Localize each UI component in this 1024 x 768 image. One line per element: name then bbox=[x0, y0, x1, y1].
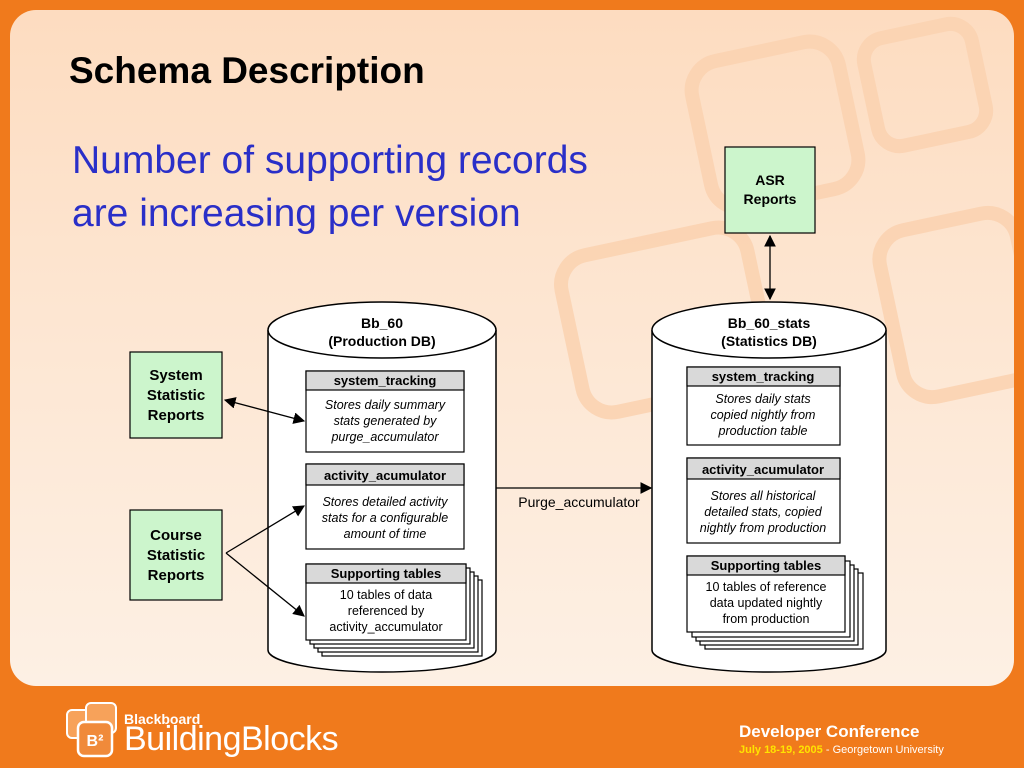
table-header: activity_acumulator bbox=[324, 468, 446, 483]
conference-date-range: July 18-19, 2005 bbox=[739, 744, 823, 756]
table-header: system_tracking bbox=[712, 369, 815, 384]
subtitle-line-2: are increasing per version bbox=[72, 192, 521, 235]
course-statistic-reports-box: Course Statistic Reports bbox=[129, 509, 223, 601]
table-desc-line: activity_accumulator bbox=[329, 620, 442, 634]
course-reports-label: Course bbox=[150, 527, 202, 544]
system-statistic-reports-box: System Statistic Reports bbox=[129, 351, 223, 439]
table-header: Supporting tables bbox=[331, 566, 442, 581]
course-reports-label: Statistic bbox=[147, 547, 205, 564]
table-desc-line: Stores daily summary bbox=[325, 398, 446, 412]
table-desc-line: stats generated by bbox=[334, 414, 438, 428]
production-db-subtitle: (Production DB) bbox=[328, 333, 435, 349]
subtitle-line-1: Number of supporting records bbox=[72, 139, 588, 182]
table-header: activity_acumulator bbox=[702, 462, 824, 477]
table-desc-line: Stores daily stats bbox=[715, 392, 810, 406]
brand-buildingblocks: BuildingBlocks bbox=[124, 720, 339, 758]
statistics-db-subtitle: (Statistics DB) bbox=[721, 333, 817, 349]
stats-system-tracking-table: system_tracking Stores daily stats copie… bbox=[686, 366, 841, 446]
production-db-name: Bb_60 bbox=[361, 315, 403, 331]
slide-subtitle: Number of supporting records are increas… bbox=[72, 134, 588, 240]
schema-diagram: Bb_60 (Production DB) Bb_60_stats (Stati… bbox=[129, 146, 887, 673]
table-desc-line: purge_accumulator bbox=[330, 430, 439, 444]
conference-title: Developer Conference bbox=[739, 722, 920, 741]
table-desc-line: 10 tables of data bbox=[340, 588, 432, 602]
table-desc-line: from production bbox=[723, 612, 810, 626]
table-desc-line: nightly from production bbox=[700, 521, 827, 535]
prod-supporting-tables-stack: Supporting tables 10 tables of data refe… bbox=[305, 563, 483, 657]
system-reports-label: Reports bbox=[148, 407, 205, 424]
table-header: system_tracking bbox=[334, 373, 437, 388]
arrow-course-activity bbox=[225, 505, 306, 554]
table-desc-line: detailed stats, copied bbox=[704, 505, 822, 519]
stats-activity-accumulator-table: activity_acumulator Stores all historica… bbox=[686, 457, 841, 544]
asr-reports-label: Reports bbox=[744, 191, 797, 207]
footer-bar bbox=[0, 686, 1024, 768]
system-reports-label: System bbox=[149, 367, 202, 384]
arrow-system-reports-tracking bbox=[223, 397, 306, 424]
b2-cube-logo-icon: B² bbox=[66, 702, 117, 758]
conference-dates: July 18-19, 2005 - Georgetown University bbox=[739, 744, 944, 756]
conference-location: - Georgetown University bbox=[822, 744, 944, 756]
prod-system-tracking-table: system_tracking Stores daily summary sta… bbox=[305, 370, 465, 453]
arrow-course-supporting bbox=[225, 552, 305, 617]
table-header: Supporting tables bbox=[711, 558, 822, 573]
stats-supporting-tables-stack: Supporting tables 10 tables of reference… bbox=[686, 555, 864, 650]
page-title: Schema Description bbox=[69, 50, 425, 91]
purge-accumulator-label: Purge_accumulator bbox=[518, 494, 640, 510]
table-desc-line: data updated nightly bbox=[710, 596, 823, 610]
table-desc-line: production table bbox=[718, 424, 808, 438]
statistics-db-name: Bb_60_stats bbox=[728, 315, 811, 331]
table-desc-line: copied nightly from bbox=[711, 408, 816, 422]
system-reports-label: Statistic bbox=[147, 387, 205, 404]
asr-reports-box: ASR Reports bbox=[724, 146, 816, 234]
table-desc-line: Stores detailed activity bbox=[322, 495, 448, 509]
logo-mark: B² bbox=[87, 733, 104, 750]
brand-blackboard: Blackboard bbox=[124, 711, 201, 727]
table-desc-line: referenced by bbox=[348, 604, 425, 618]
table-desc-line: Stores all historical bbox=[711, 489, 817, 503]
asr-reports-label: ASR bbox=[755, 172, 785, 188]
table-desc-line: stats for a configurable bbox=[322, 511, 449, 525]
table-desc-line: 10 tables of reference bbox=[706, 580, 827, 594]
table-desc-line: amount of time bbox=[344, 527, 427, 541]
course-reports-label: Reports bbox=[148, 567, 205, 584]
prod-activity-accumulator-table: activity_acumulator Stores detailed acti… bbox=[305, 463, 465, 550]
